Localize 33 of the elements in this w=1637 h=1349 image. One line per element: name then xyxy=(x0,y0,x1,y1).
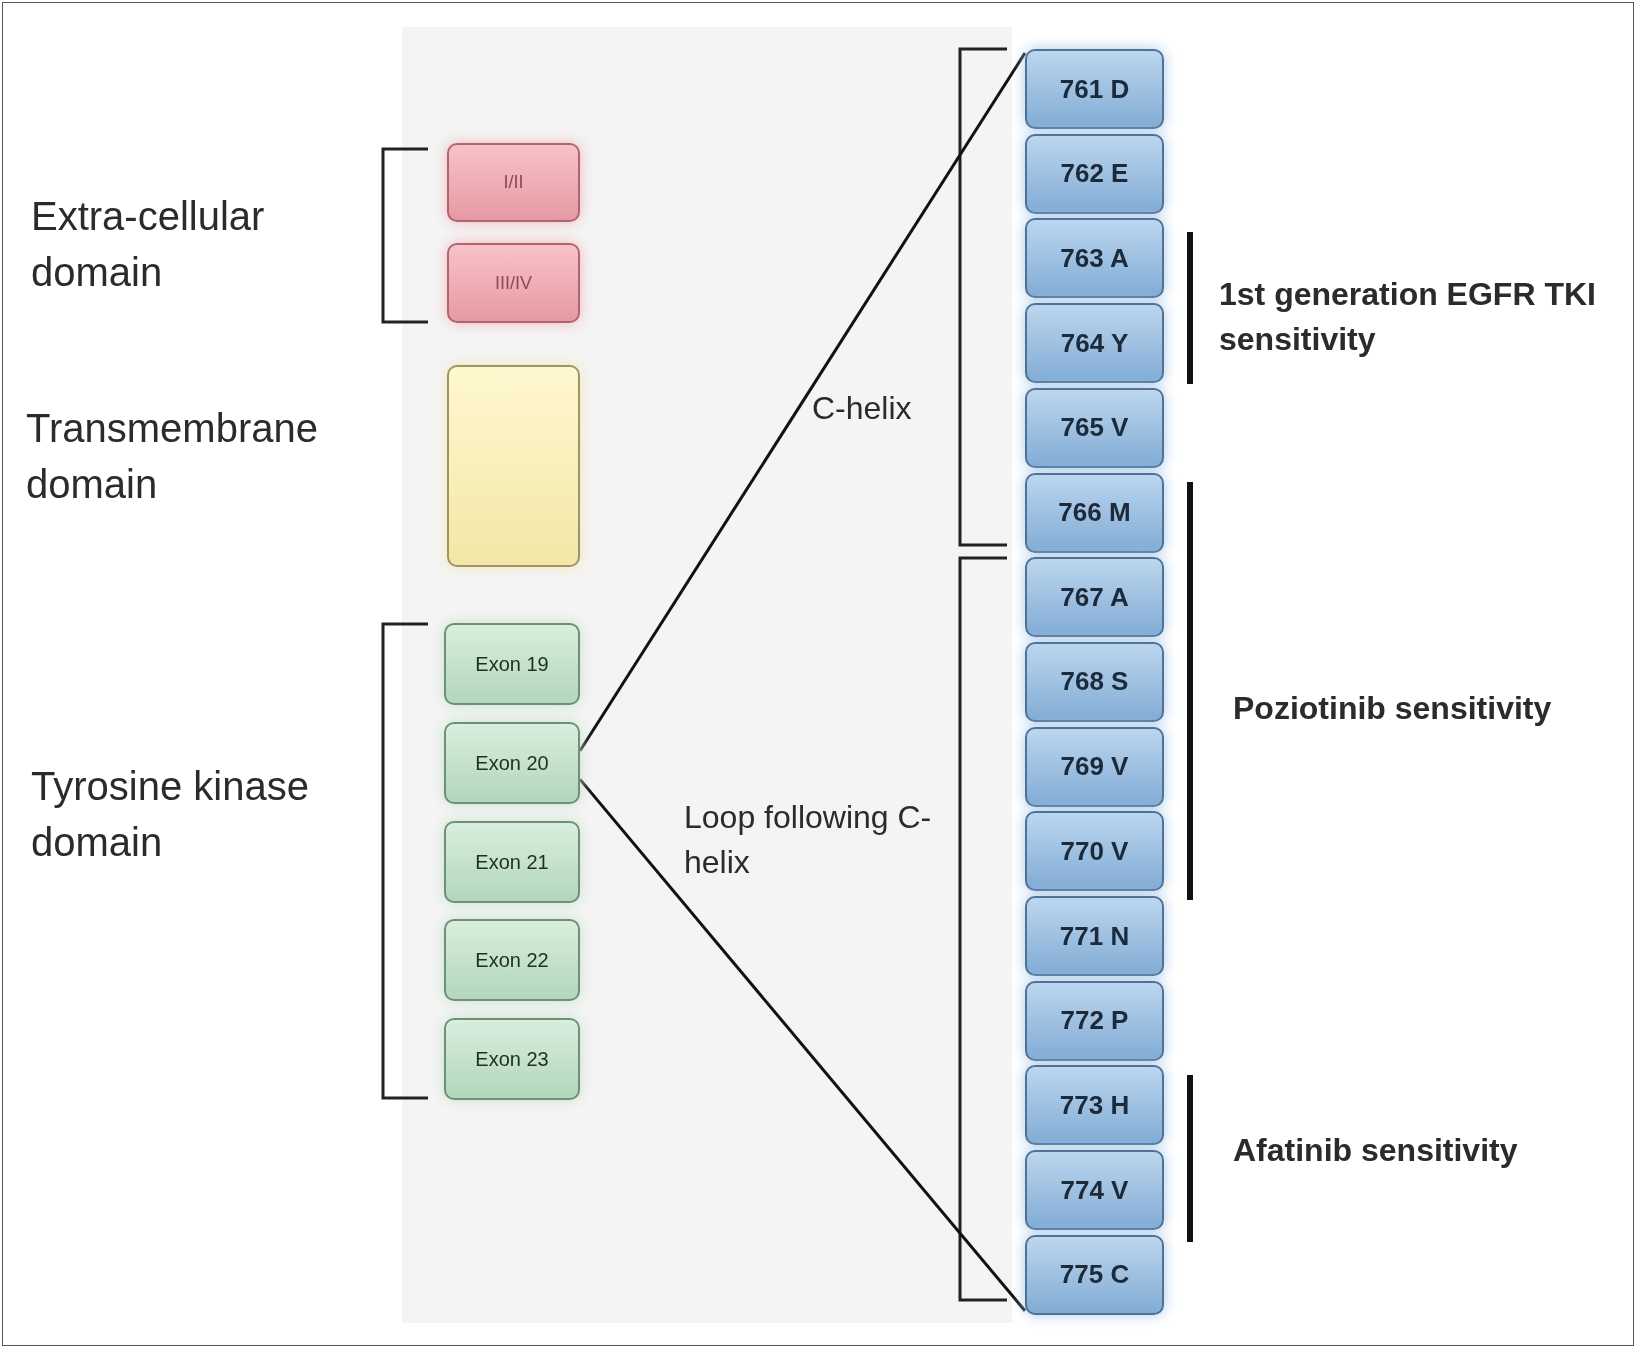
residue-box: 773 H xyxy=(1025,1065,1164,1146)
residue-box: 769 V xyxy=(1025,726,1164,807)
residue-box: 771 N xyxy=(1025,896,1164,976)
exon-box: Exon 23 xyxy=(444,1018,580,1100)
region-label: C-helix xyxy=(812,389,913,428)
domain-label: Tyrosine kinase domain xyxy=(31,763,310,866)
domain-box: I/II xyxy=(447,143,580,222)
membrane-box xyxy=(447,365,580,567)
residue-box: 766 M xyxy=(1025,472,1164,553)
residue-box: 768 S xyxy=(1025,641,1164,722)
sensitivity-label: 1st generation EGFR TKI sensitivity xyxy=(1219,275,1597,359)
residue-box: 770 V xyxy=(1025,811,1164,892)
residue-box: 762 E xyxy=(1025,133,1164,214)
exon-box: Exon 22 xyxy=(444,919,580,1001)
residue-box: 761 D xyxy=(1025,49,1164,129)
domain-label: Transmembrane domain xyxy=(26,405,319,508)
exon-box: Exon 21 xyxy=(444,821,580,903)
exon-box: Exon 20 xyxy=(444,722,580,804)
sensitivity-label: Afatinib sensitivity xyxy=(1233,1131,1519,1170)
zoom-line xyxy=(578,778,1027,1312)
residue-box: 775 C xyxy=(1025,1234,1164,1315)
region-label: Loop following C-helix xyxy=(684,798,933,882)
residue-box: 767 A xyxy=(1025,557,1164,638)
domain-box: III/IV xyxy=(447,243,580,323)
sensitivity-label: Poziotinib sensitivity xyxy=(1233,689,1553,728)
domain-label: Extra-cellular domain xyxy=(31,193,266,296)
residue-box: 763 A xyxy=(1025,218,1164,299)
residue-box: 772 P xyxy=(1025,980,1164,1061)
residue-box: 774 V xyxy=(1025,1150,1164,1231)
residue-box: 764 Y xyxy=(1025,303,1164,384)
exon-box: Exon 19 xyxy=(444,623,580,705)
zoom-line xyxy=(578,52,1027,752)
residue-box: 765 V xyxy=(1025,387,1164,468)
